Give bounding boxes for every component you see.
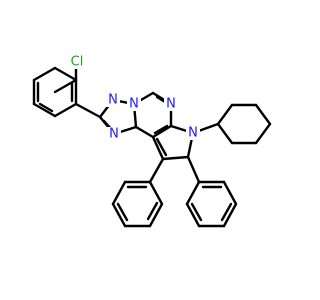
chlorophenyl-ring <box>32 66 78 118</box>
phenyl-ring-1 <box>111 180 164 228</box>
triazole-n3-label: N <box>109 127 119 142</box>
phenyl2-bond <box>186 155 201 184</box>
pyrrole-n-label: N <box>188 126 198 141</box>
molecule-canvas: Cl N N N N N <box>32 53 272 228</box>
phenyl1-bond <box>148 157 165 184</box>
molecule-structure: Cl N N N N N <box>32 53 272 228</box>
phenyl-ring-2 <box>185 180 238 228</box>
triazole-n2-label: N <box>129 97 139 112</box>
aryl-triazole-bond <box>74 102 102 119</box>
cyclohexyl-ring <box>191 103 272 145</box>
pyrimidine-ring <box>132 91 173 139</box>
atom-labels: Cl N N N N N <box>68 53 200 142</box>
triazole-n1-label: N <box>108 93 118 108</box>
chlorine-label: Cl <box>71 55 84 70</box>
pyrimidine-n-label: N <box>166 97 176 112</box>
